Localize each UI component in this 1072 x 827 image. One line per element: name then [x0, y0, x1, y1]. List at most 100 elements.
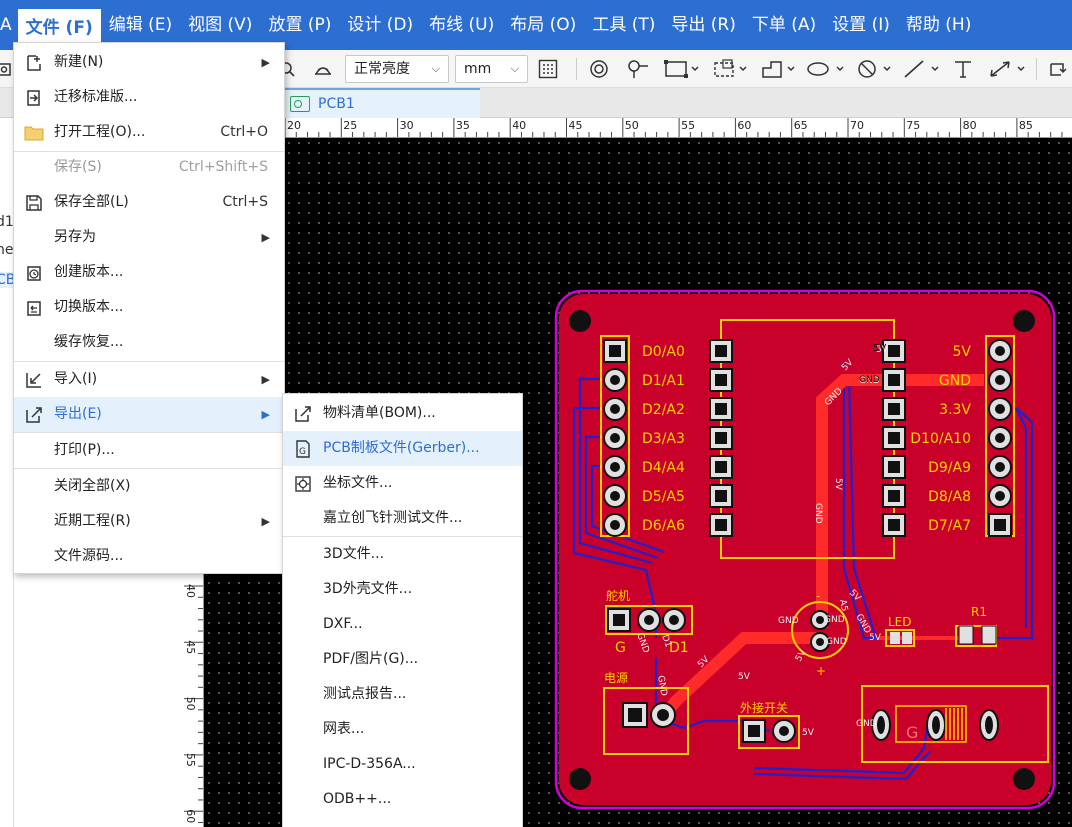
left-header-label: D6/A6: [642, 518, 685, 534]
bottom-layer-tracks: [572, 377, 1034, 781]
via-icon[interactable]: [624, 55, 652, 83]
menu-item-label: IPC-D-356A...: [323, 756, 416, 772]
submenu-item-bom[interactable]: 物料清单(BOM)...: [283, 396, 522, 431]
left-header-label: D3/A3: [642, 431, 685, 447]
right-header-label: D9/A9: [928, 460, 971, 476]
menu-file[interactable]: 文件 (F): [17, 9, 101, 47]
toolbar-icon-partial[interactable]: [0, 55, 14, 83]
menu-item-label: 新建(N): [54, 54, 104, 70]
menu-item-open-project[interactable]: 打开工程(O)... Ctrl+O: [14, 115, 284, 150]
rotate-icon[interactable]: [1044, 55, 1072, 83]
menu-edit[interactable]: 编辑 (E): [108, 15, 173, 35]
menu-place[interactable]: 放置 (P): [268, 15, 332, 35]
ruler-label: 60: [184, 809, 197, 823]
shortcut: Ctrl+S: [222, 194, 268, 210]
menu-item-recent-projects[interactable]: 近期工程(R) ▶: [14, 504, 284, 539]
menu-item-migrate[interactable]: 迁移标准版...: [14, 80, 284, 115]
net-label: GND: [813, 503, 823, 524]
submenu-item-testpoint-report[interactable]: 测试点报告...: [283, 677, 522, 712]
ruler-label: 85: [1019, 119, 1033, 132]
menu-bar: A 文件 (F) 编辑 (E) 视图 (V) 放置 (P) 设计 (D) 布线 …: [0, 0, 1072, 50]
net-labels: 5V 5V GND GND 5V GND GND GND GND 5V 5V G…: [634, 343, 889, 738]
menu-cut-left[interactable]: A: [0, 15, 12, 35]
menu-item-label: 缓存恢复...: [54, 334, 124, 350]
menu-item-export[interactable]: 导出(E) ▶: [14, 397, 284, 432]
left-panel: 列绘 d1 he CB: [0, 88, 14, 827]
dashed-region-icon[interactable]: [710, 55, 750, 83]
pad-hole: [995, 491, 1005, 501]
dimension-icon[interactable]: [986, 55, 1030, 83]
grid-icon[interactable]: [535, 55, 561, 83]
menu-item-label: 导出(E): [54, 406, 102, 422]
rect-region-icon[interactable]: [662, 55, 702, 83]
menu-settings[interactable]: 设置 (I): [832, 15, 890, 35]
menu-item-import[interactable]: 导入(I) ▶: [14, 362, 284, 397]
menu-tools[interactable]: 工具 (T): [592, 15, 656, 35]
menu-item-close-all[interactable]: 关闭全部(X): [14, 469, 284, 504]
left-panel-fragment[interactable]: he: [0, 242, 14, 258]
ruler-label: 45: [184, 640, 197, 654]
pad-net-label: D1: [659, 634, 673, 649]
zoom-icon[interactable]: [282, 55, 296, 83]
pad-hole: [888, 490, 900, 502]
board-outline: [554, 289, 1056, 810]
menu-item-save[interactable]: 保存(S) Ctrl+Shift+S: [14, 150, 284, 185]
menu-item-label: 近期工程(R): [54, 513, 131, 529]
left-panel-fragment[interactable]: d1: [0, 214, 14, 230]
chevron-right-icon: ▶: [261, 373, 270, 386]
ruler-label: 35: [456, 119, 470, 132]
menu-export[interactable]: 导出 (R): [671, 15, 736, 35]
polyline-icon[interactable]: [758, 55, 798, 83]
menu-item-label: 测试点报告...: [323, 686, 407, 702]
submenu-item-dxf[interactable]: DXF...: [283, 607, 522, 642]
submenu-item-coordinates[interactable]: 坐标文件...: [283, 466, 522, 501]
line-icon[interactable]: [900, 55, 942, 83]
submenu-item-odb[interactable]: ODB++...: [283, 782, 522, 817]
submenu-item-netlist[interactable]: 网表...: [283, 712, 522, 747]
left-blank-area: [14, 574, 184, 827]
menu-item-cache-restore[interactable]: 缓存恢复...: [14, 325, 284, 360]
left-panel-fragment[interactable]: CB: [0, 272, 13, 288]
submenu-item-flying-probe[interactable]: 嘉立创飞针测试文件...: [283, 501, 522, 536]
submenu-item-gerber[interactable]: G PCB制板文件(Gerber)...: [283, 431, 522, 466]
submenu-item-3d-file[interactable]: 3D文件...: [283, 537, 522, 572]
pad-icon[interactable]: [586, 55, 612, 83]
flip-board-icon[interactable]: [310, 55, 336, 83]
menu-item-label: 保存全部(L): [54, 194, 129, 210]
menu-item-save-all[interactable]: 保存全部(L) Ctrl+S: [14, 185, 284, 220]
ellipse-icon[interactable]: [804, 55, 848, 83]
shortcut: Ctrl+O: [220, 124, 268, 140]
menu-layout[interactable]: 布局 (O): [510, 15, 577, 35]
round-module-pads: [810, 610, 830, 652]
brightness-value: 正常亮度: [354, 61, 410, 77]
tab-pcb1[interactable]: PCB1: [284, 88, 480, 118]
submenu-item-ipc-d-356a[interactable]: IPC-D-356A...: [283, 747, 522, 782]
submenu-item-3d-shell[interactable]: 3D外壳文件...: [283, 572, 522, 607]
menu-item-new[interactable]: 新建(N) ▶: [14, 45, 284, 80]
menu-route[interactable]: 布线 (U): [429, 15, 495, 35]
menu-view[interactable]: 视图 (V): [188, 15, 253, 35]
menu-design[interactable]: 设计 (D): [347, 15, 414, 35]
net-label: A5: [837, 599, 849, 612]
brightness-select[interactable]: 正常亮度 ⌵: [345, 55, 449, 83]
menu-item-switch-version[interactable]: 切换版本...: [14, 290, 284, 325]
menu-item-print[interactable]: 打印(P)...: [14, 433, 284, 468]
menu-help[interactable]: 帮助 (H): [905, 15, 972, 35]
menu-order[interactable]: 下单 (A): [751, 15, 817, 35]
menu-item-create-version[interactable]: 创建版本...: [14, 255, 284, 290]
mounting-hole: [1013, 768, 1035, 790]
submenu-item-pdf-image[interactable]: PDF/图片(G)...: [283, 642, 522, 677]
menu-divider: [14, 361, 284, 362]
menu-item-save-as[interactable]: 另存为 ▶: [14, 220, 284, 255]
pad-hole: [610, 433, 620, 443]
right-header-label: 3.3V: [939, 402, 971, 418]
text-icon[interactable]: [948, 55, 978, 83]
menu-item-file-source[interactable]: 文件源码...: [14, 539, 284, 574]
circle-slash-icon[interactable]: [854, 55, 894, 83]
unit-select[interactable]: mm ⌵: [455, 55, 528, 83]
